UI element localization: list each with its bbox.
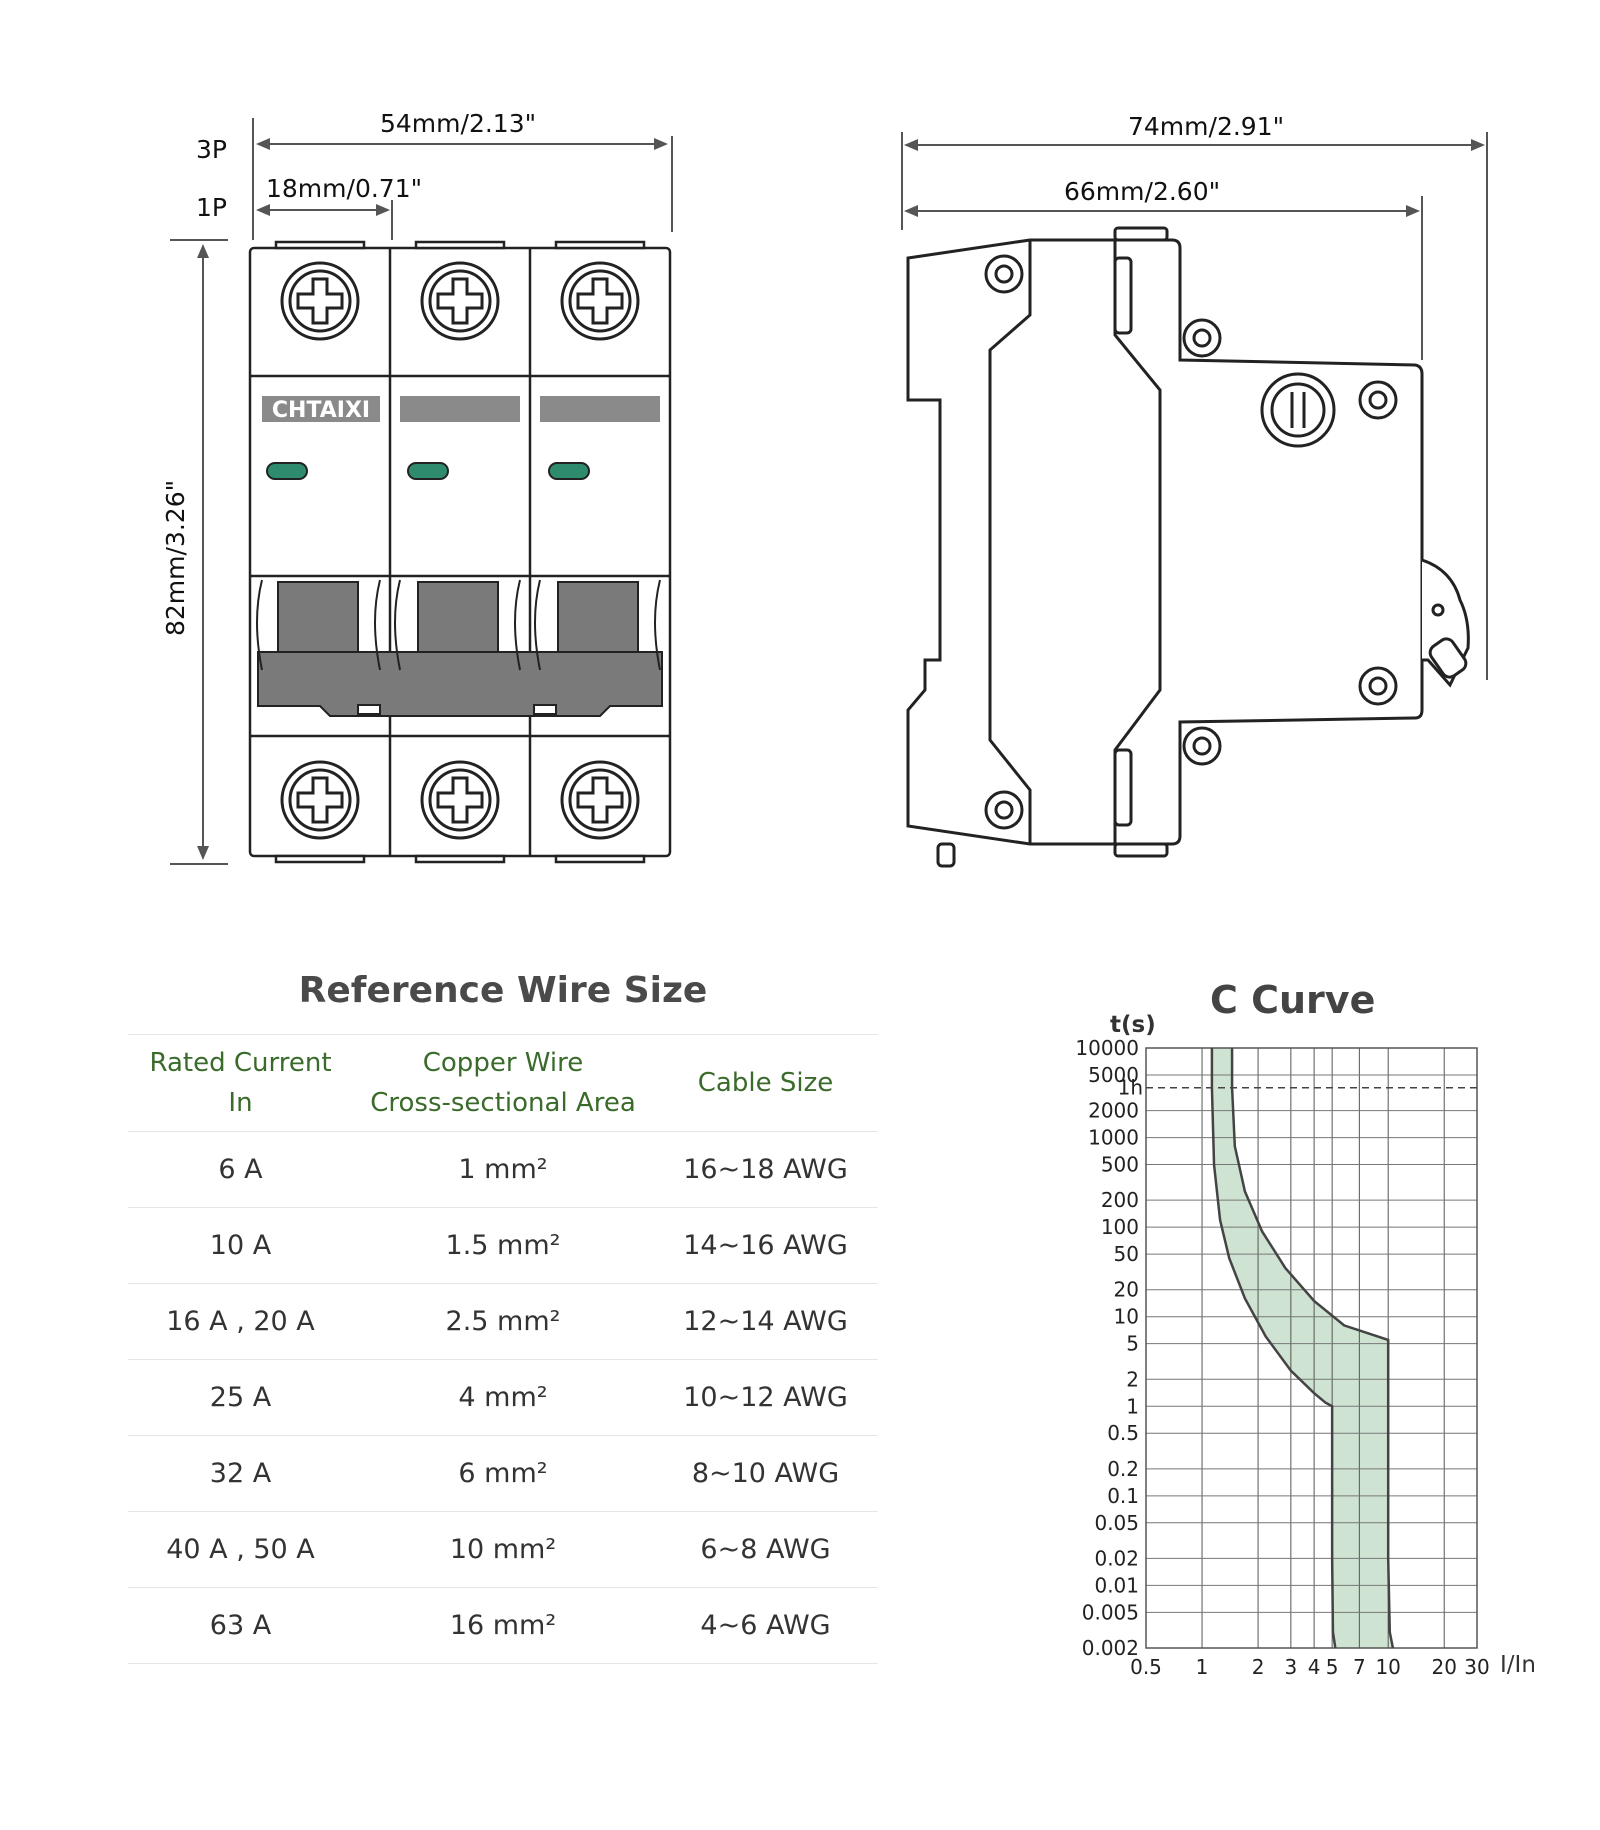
brand-label: CHTAIXI [272,398,370,423]
trip-band-fill [1211,1048,1393,1648]
x-tick-label: 7 [1353,1655,1366,1679]
y-tick-label: 0.01 [1094,1573,1139,1597]
cell-area: 1 mm² [353,1131,653,1208]
cell-current: 16 A , 20 A [128,1283,353,1360]
cell-cable: 16~18 AWG [653,1131,878,1208]
cell-current: 40 A , 50 A [128,1511,353,1588]
indicator-2 [407,462,449,480]
terminal-screws [280,261,640,840]
y-tick-label: 200 [1101,1188,1139,1212]
y-tick-label: 1000 [1088,1126,1139,1150]
cell-area: 4 mm² [353,1359,653,1436]
x-tick-label: 3 [1284,1655,1297,1679]
breaker-side [906,226,1470,868]
dim-label-82mm: 82mm/3.26" [161,480,190,636]
label-1p: 1P [196,193,227,222]
cell-area: 10 mm² [353,1511,653,1588]
cell-area: 2.5 mm² [353,1283,653,1360]
y-tick-label: 0.02 [1094,1546,1139,1570]
y-tick-label: 20 [1114,1278,1139,1302]
y-tick-label: 2 [1126,1367,1139,1391]
dim-label-18mm: 18mm/0.71" [266,174,422,203]
y-tick-label: 0.002 [1082,1636,1139,1660]
cell-cable: 8~10 AWG [653,1435,878,1512]
dim-label-54mm: 54mm/2.13" [380,109,536,138]
cell-current: 32 A [128,1435,353,1512]
cell-current: 25 A [128,1359,353,1436]
y-tick-label: 2000 [1088,1099,1139,1123]
x-tick-label: 2 [1252,1655,1265,1679]
x-tick-label: 1 [1196,1655,1209,1679]
x-tick-label: 20 [1431,1655,1456,1679]
y-tick-label: 0.1 [1107,1484,1139,1508]
x-tick-label: 0.5 [1130,1655,1162,1679]
front-view-drawing: 3P 1P 54mm/2.13" 18mm/0.71" 82mm/3.26" [161,109,673,865]
curve-boundary-2 [1230,1048,1395,1649]
wire-table-title: Reference Wire Size [298,970,708,1011]
x-tick-label: 10 [1375,1655,1400,1679]
cell-current: 63 A [128,1587,353,1664]
y-tick-label: 1 [1126,1394,1139,1418]
side-screws [984,254,1445,830]
reference-label-1h: 1h [1118,1076,1143,1100]
cell-current: 10 A [128,1207,353,1284]
label-3p: 3P [196,135,227,164]
y-tick-label: 5000 [1088,1063,1139,1087]
c-curve-chart: 1h 10000 5000 2000 1000 500 200 100 50 20 10 5 2 1 0.5… [1075,1012,1536,1679]
curve-boundary-1 [1210,1048,1337,1649]
indicator-3 [548,462,590,480]
y-tick-label: 5 [1126,1332,1139,1356]
dim-label-66mm: 66mm/2.60" [1064,177,1220,206]
y-tick-label: 50 [1114,1242,1139,1266]
y-tick-label: 100 [1101,1215,1139,1239]
x-tick-label: 5 [1326,1655,1339,1679]
y-tick-label: 0.5 [1107,1421,1139,1445]
y-tick-label: 0.05 [1094,1511,1139,1535]
y-tick-label: 10000 [1075,1036,1139,1060]
cell-area: 1.5 mm² [353,1207,653,1284]
y-tick-label: 500 [1101,1153,1139,1177]
cell-area: 16 mm² [353,1587,653,1664]
header-cable-size: Cable Size [653,1034,878,1132]
x-axis-title: I/In [1500,1652,1536,1678]
cell-cable: 12~14 AWG [653,1283,878,1360]
cell-area: 6 mm² [353,1435,653,1512]
plot-frame [1145,1047,1478,1649]
y-tick-label: 0.2 [1107,1457,1139,1481]
cell-cable: 10~12 AWG [653,1359,878,1436]
indicator-1 [266,462,308,480]
y-tick-label: 0.005 [1082,1600,1139,1624]
dim-label-74mm: 74mm/2.91" [1128,112,1284,141]
side-view-drawing: 74mm/2.91" 66mm/2.60" [901,112,1488,868]
cell-current: 6 A [128,1131,353,1208]
chart-title: C Curve [1210,978,1376,1022]
toggle-handles [256,579,663,717]
cell-cable: 14~16 AWG [653,1207,878,1284]
y-axis-title: t(s) [1110,1012,1156,1038]
x-tick-label: 4 [1308,1655,1321,1679]
x-tick-label: 30 [1464,1655,1489,1679]
y-tick-label: 10 [1114,1305,1139,1329]
cell-cable: 4~6 AWG [653,1587,878,1664]
cell-cable: 6~8 AWG [653,1511,878,1588]
brand-plate [262,396,380,422]
